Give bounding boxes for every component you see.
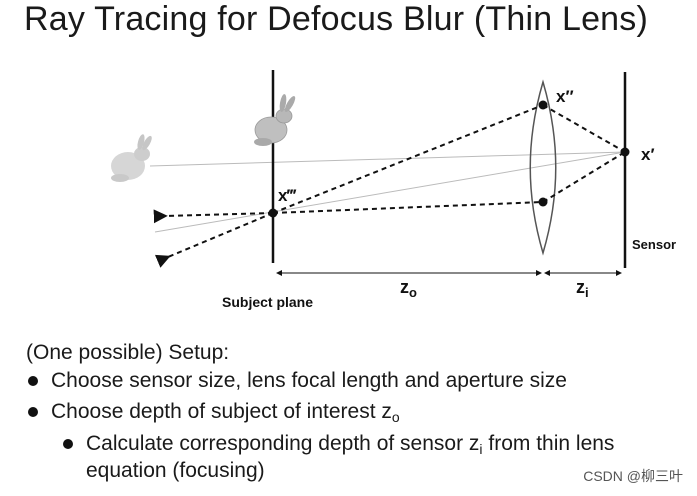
faint-ray-top xyxy=(149,151,626,167)
label-subject-plane: Subject plane xyxy=(222,294,313,310)
bullet-2: Choose depth of subject of interest zo xyxy=(51,400,400,425)
ray-lower-to-lens xyxy=(272,201,544,214)
bullet-dot-3 xyxy=(63,439,73,449)
bullet-1-text: Choose sensor size, lens focal length an… xyxy=(51,369,567,392)
thin-lens-diagram: x″ x′ x‴ Sensor Subject plane zo zi xyxy=(111,70,676,310)
label-x-double-prime: x″ xyxy=(556,87,574,106)
bullet-3-text-end: from thin lens xyxy=(488,432,615,455)
bullet-3-continuation: equation (focusing) xyxy=(86,459,265,483)
label-zi-sub: i xyxy=(585,285,589,300)
bullet-dot-1 xyxy=(28,376,38,386)
point-x-triple-prime xyxy=(268,208,278,218)
bullet-3-subscript: i xyxy=(479,441,483,457)
dimension-zi-left-arrowhead xyxy=(544,270,550,276)
ray-back-extension-lower xyxy=(154,212,274,268)
label-zi-main: z xyxy=(576,277,585,297)
setup-heading: (One possible) Setup: xyxy=(26,341,230,364)
faint-ray-bottom xyxy=(154,151,626,233)
label-x-triple-prime: x‴ xyxy=(278,186,296,205)
thin-lens xyxy=(529,79,557,256)
label-zo-main: z xyxy=(400,277,409,297)
ray-lens-lower-to-sensor xyxy=(542,151,626,203)
bullet-3: Calculate corresponding depth of sensor … xyxy=(86,432,614,457)
bullet-dot-2 xyxy=(28,407,38,417)
bullet-3-text: Calculate corresponding depth of sensor … xyxy=(86,432,480,455)
label-zi: zi xyxy=(576,277,589,300)
ray-back-extension-upper xyxy=(153,209,274,224)
label-sensor: Sensor xyxy=(632,237,676,252)
bullet-2-text: Choose depth of subject of interest z xyxy=(51,400,392,423)
bunny-blurred-icon xyxy=(111,134,152,182)
bullet-1: Choose sensor size, lens focal length an… xyxy=(51,369,567,393)
label-zo: zo xyxy=(400,277,417,300)
ray-upper-to-x-double-prime xyxy=(272,104,544,214)
dimension-zo-left-arrowhead xyxy=(276,270,282,276)
point-x-double-prime xyxy=(538,100,548,110)
point-lens-lower xyxy=(538,197,548,207)
label-zo-sub: o xyxy=(409,285,417,300)
ray-x-double-prime-to-sensor xyxy=(542,104,626,153)
bunny-in-focus-icon xyxy=(254,94,296,146)
dimension-zo-right-arrowhead xyxy=(536,270,542,276)
bullet-2-subscript: o xyxy=(391,409,400,425)
slide-title: Ray Tracing for Defocus Blur (Thin Lens) xyxy=(24,0,649,38)
bullet-3-continuation-text: equation (focusing) xyxy=(86,459,265,482)
dimension-zi-right-arrowhead xyxy=(616,270,622,276)
label-x-prime: x′ xyxy=(641,145,655,164)
point-x-prime xyxy=(620,147,630,157)
watermark-credit: CSDN @柳三叶 xyxy=(583,468,683,484)
